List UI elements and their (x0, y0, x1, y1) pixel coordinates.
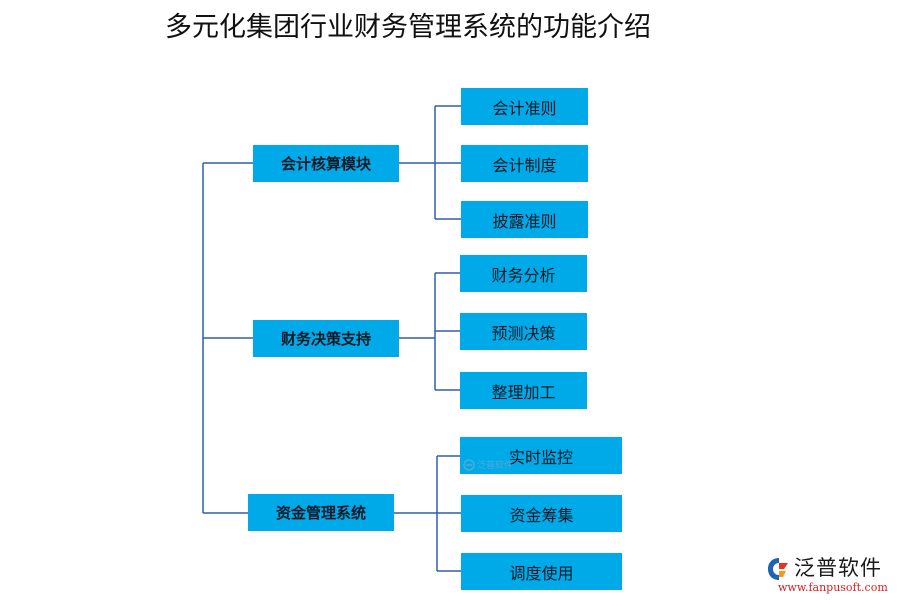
item-label: 披露准则 (492, 211, 557, 231)
item-box: 预测决策 (460, 313, 587, 350)
item-box: 资金筹集 (461, 495, 622, 532)
item-box: 实时监控 (460, 437, 622, 474)
watermark-logo-icon (463, 458, 475, 471)
item-box: 披露准则 (461, 201, 588, 238)
brand-logo: 泛普软件 www.fanpusoft.com (766, 554, 896, 594)
item-label: 预测决策 (491, 323, 556, 343)
watermark: 泛普软件 (463, 458, 513, 471)
item-box: 会计准则 (461, 88, 588, 125)
module-label: 财务决策支持 (280, 330, 371, 348)
item-label: 整理加工 (491, 382, 556, 402)
watermark-text: 泛普软件 (477, 461, 514, 471)
item-label: 实时监控 (508, 447, 573, 467)
module-box-funds: 资金管理系统 (248, 494, 394, 531)
item-box: 会计制度 (461, 145, 588, 182)
logo-name: 泛普软件 (794, 556, 882, 580)
item-label: 财务分析 (491, 265, 556, 285)
item-label: 资金筹集 (509, 505, 574, 525)
item-label: 会计准则 (492, 98, 557, 118)
fanpu-logo-icon (768, 558, 788, 580)
item-label: 调度使用 (509, 563, 574, 583)
item-box: 财务分析 (460, 255, 587, 292)
page-title: 多元化集团行业财务管理系统的功能介绍 (165, 12, 651, 43)
module-box-accounting: 会计核算模块 (253, 145, 399, 182)
module-label: 会计核算模块 (280, 155, 371, 173)
module-box-decision: 财务决策支持 (253, 320, 399, 357)
item-box: 调度使用 (461, 553, 622, 590)
logo-url: www.fanpusoft.com (778, 581, 888, 594)
item-box: 整理加工 (460, 372, 587, 409)
module-label: 资金管理系统 (275, 504, 366, 522)
item-label: 会计制度 (492, 155, 557, 175)
